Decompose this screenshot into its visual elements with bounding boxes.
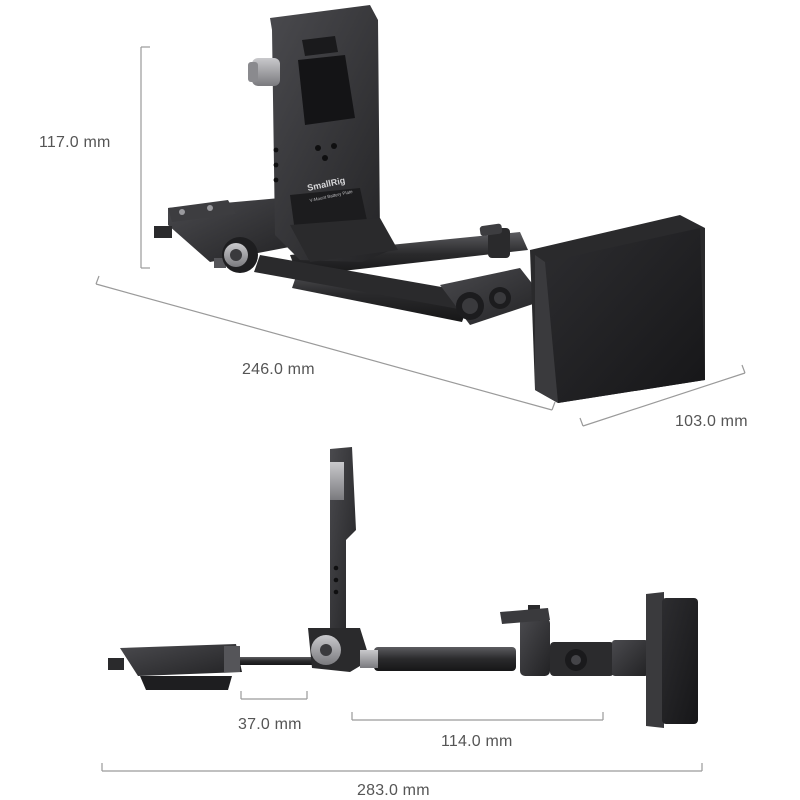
length-label: 246.0 mm (242, 361, 315, 378)
side-counterweight (646, 592, 664, 728)
extension-label: 114.0 mm (441, 733, 513, 750)
height-label: 117.0 mm (39, 134, 111, 151)
length-dimension-line (95, 283, 553, 411)
depth-dimension-line (582, 372, 746, 427)
product-iso-view: SmallRig V-Mount Battery Plate (154, 5, 705, 403)
dimension-lines-side (101, 691, 703, 772)
depth-label: 103.0 mm (675, 413, 748, 430)
product-side-view (108, 447, 698, 728)
total-length-label: 283.0 mm (357, 782, 430, 799)
side-quick-release-plate (120, 644, 242, 676)
offset-label: 37.0 mm (238, 716, 302, 733)
dimension-lines-top (95, 46, 746, 427)
